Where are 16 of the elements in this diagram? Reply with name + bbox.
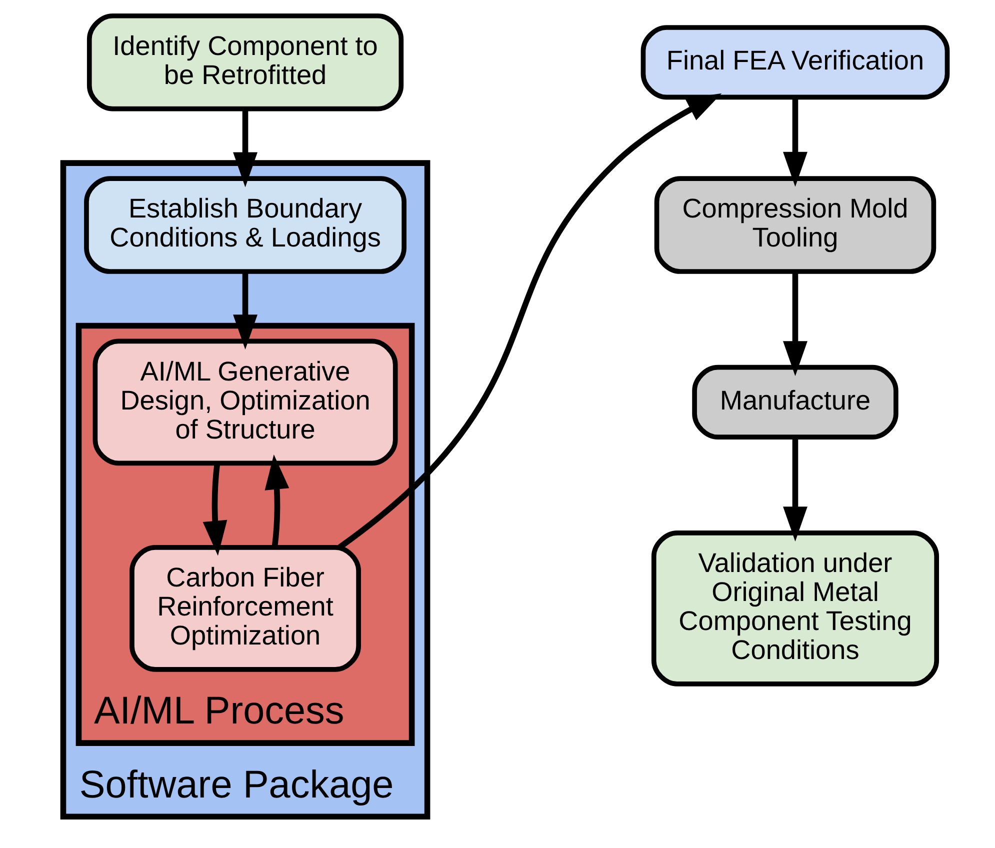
arrow [233,272,258,350]
node-box: AI/ML Generative Design, Optimization of Structure [92,338,398,466]
node-box: Manufacture [692,364,898,440]
node-box: Validation under Original Metal Component Testing Conditions [651,530,940,686]
node-box: Carbon Fiber Reinforcement Optimization [130,545,361,672]
arrow [783,438,808,542]
node-box: Establish Boundary Conditions & Loadings [84,176,406,274]
node-box: Final FEA Verification [640,25,950,100]
arrow [264,454,290,548]
arrow [202,462,228,556]
arrow [233,109,258,188]
arrow [783,98,808,187]
arrow [783,272,808,376]
node-box: Identify Component to be Retrofitted [86,13,404,112]
arrow [338,93,722,550]
node-box: Compression Mold Tooling [654,176,936,274]
